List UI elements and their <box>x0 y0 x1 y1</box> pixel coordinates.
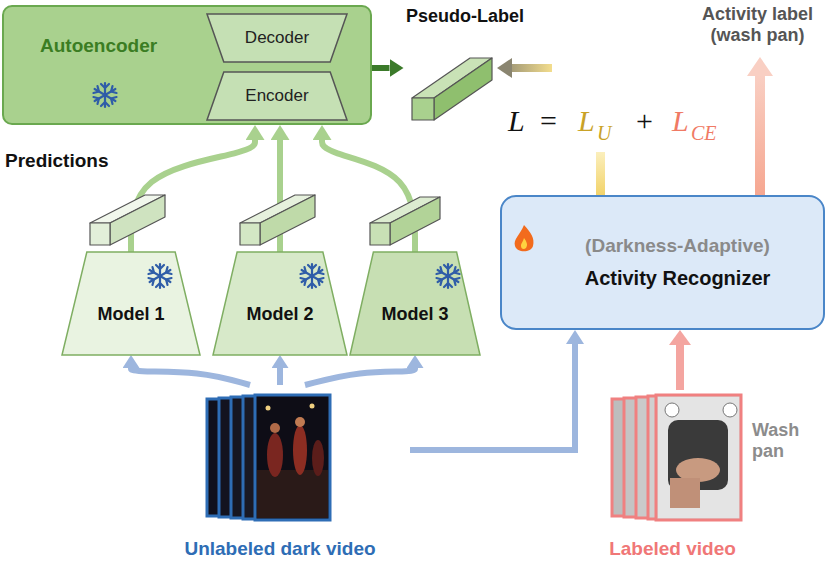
node-text: Labeled video <box>609 538 736 561</box>
frozen-icon <box>93 83 118 107</box>
node-text: (Darkness-Adaptive) <box>585 235 770 258</box>
frozen-icon <box>148 264 173 288</box>
class-name: Wash pan <box>752 420 824 461</box>
node-outline <box>62 252 200 355</box>
node-outline-shape <box>213 252 347 355</box>
label-arrowhead <box>747 57 773 76</box>
frozen-model: Model 3 <box>350 252 480 355</box>
decoder-trapezoid: Decoder <box>207 14 347 62</box>
prediction-bar <box>90 195 165 245</box>
node-text: Model 3 <box>381 304 448 326</box>
unlabeled-video: Unlabeled dark video <box>150 385 410 567</box>
loss-arrowhead <box>497 58 512 78</box>
connector <box>131 368 250 385</box>
node-text: Unlabeled dark video <box>184 538 375 561</box>
equals-sign: = <box>540 104 557 139</box>
node-text: Pseudo-Label <box>406 6 524 28</box>
labeled-video-frames <box>612 395 741 520</box>
labeled-video: Labeled video <box>585 390 760 567</box>
prediction-bar <box>240 195 315 245</box>
frozen-icon <box>300 264 325 288</box>
loss-symbol: L <box>578 104 595 139</box>
connector <box>410 344 575 450</box>
connector <box>372 65 390 71</box>
loss-symbol: L <box>672 104 689 139</box>
connector <box>277 368 283 385</box>
loss-line <box>596 152 605 195</box>
node-text: Model 2 <box>246 304 313 326</box>
loss-subscript: U <box>597 122 611 145</box>
loss-subscript: CE <box>691 122 717 145</box>
dark-video-frames <box>207 395 330 520</box>
labeled-video-scene <box>658 397 739 518</box>
encoder-trapezoid: Encoder <box>207 72 347 120</box>
node-text: Decoder <box>245 28 309 48</box>
frozen-model: Model 1 <box>62 252 200 355</box>
node-outline-shape <box>62 252 200 355</box>
plus-sign: + <box>636 104 653 139</box>
connector <box>676 345 684 390</box>
activity-label: Activity label (wash pan) <box>690 4 825 45</box>
node-text: Model 1 <box>97 304 164 326</box>
loss-symbol: L <box>508 104 525 139</box>
node-text: Activity Recognizer <box>585 266 771 290</box>
node-text: Autoencoder <box>40 35 157 58</box>
trainable-icon <box>515 225 534 251</box>
node-outline-shape <box>207 72 347 120</box>
node-outline-shape <box>207 14 347 62</box>
predictions-label: Predictions <box>5 150 108 172</box>
node-text: Encoder <box>245 86 308 106</box>
frozen-icon <box>436 264 461 288</box>
activity-recognizer: (Darkness-Adaptive) Activity Recognizer <box>500 195 825 330</box>
label-arrow <box>755 74 765 195</box>
frozen-model: Model 2 <box>213 252 347 355</box>
node-outline-shape <box>350 252 480 355</box>
dark-video-scene <box>257 404 328 519</box>
prediction-bar <box>370 197 440 245</box>
autoencoder-box: Autoencoder DecoderEncoder <box>2 5 372 125</box>
node-outline <box>350 252 480 355</box>
node-outline <box>213 252 347 355</box>
loss-arrow <box>508 64 552 72</box>
connector <box>305 368 415 385</box>
pseudo-label-bar <box>412 58 492 120</box>
